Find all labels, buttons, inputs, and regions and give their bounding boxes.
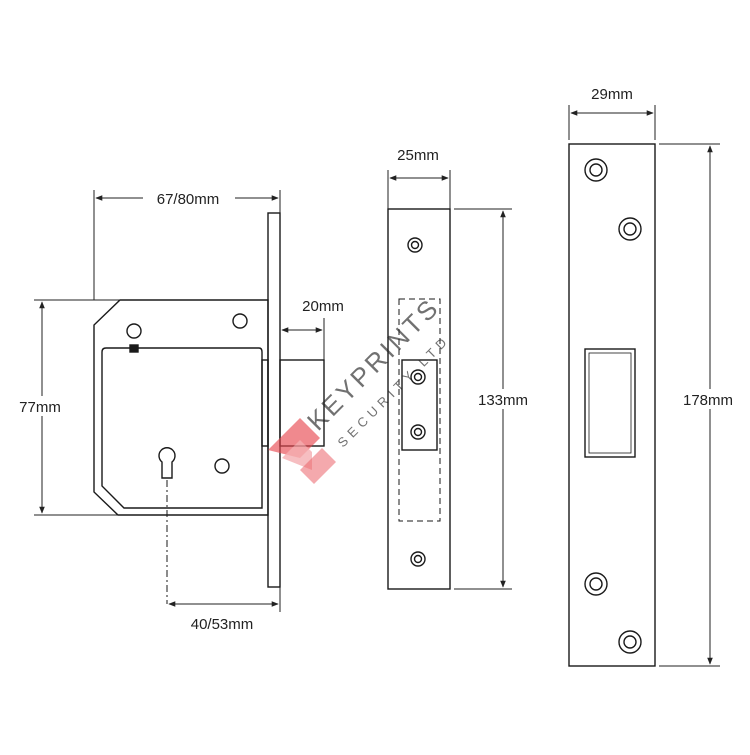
keyhole-icon — [158, 447, 176, 479]
lock-tab — [129, 344, 139, 353]
bolt-face — [401, 359, 438, 451]
screw-icon — [584, 158, 608, 182]
dim-strike-width — [568, 105, 656, 140]
screw-icon — [584, 572, 608, 596]
watermark: KEYPRINTS SECURITY LTD — [268, 292, 453, 484]
backset-width-label: 67/80mm — [157, 191, 220, 208]
dim-bolt-throw — [281, 318, 325, 360]
lock-case-outline — [93, 299, 269, 516]
lock-bolt-inner — [261, 359, 269, 447]
screw-icon — [407, 237, 423, 253]
screw-hole-icon — [214, 458, 230, 474]
forend — [387, 208, 451, 590]
bolt-recess-dashed — [398, 298, 441, 522]
bolt-throw-label: 20mm — [302, 298, 344, 315]
lock-body — [93, 212, 325, 604]
dim-forend-width — [387, 170, 451, 209]
screw-hole-icon — [232, 313, 248, 329]
screw-icon — [410, 424, 426, 440]
lock-cover-plate — [101, 347, 263, 509]
lock-forend-plate — [267, 212, 281, 588]
striking-plate-outline — [568, 143, 656, 667]
dim-keyhole-backset — [168, 587, 281, 612]
strike-height-label: 178mm — [683, 392, 733, 409]
screw-icon — [410, 551, 426, 567]
keyprints-logo-icon — [268, 418, 336, 484]
keyhole-backset-label: 40/53mm — [191, 616, 254, 633]
striking-plate-slot-inner — [588, 352, 632, 454]
screw-icon — [410, 369, 426, 385]
forend-height-label: 133mm — [478, 392, 528, 409]
forend-outline — [387, 208, 451, 590]
body-height-label: 77mm — [19, 399, 61, 416]
striking-plate — [568, 143, 656, 667]
screw-icon — [618, 630, 642, 654]
forend-width-label: 25mm — [397, 147, 439, 164]
striking-plate-slot — [584, 348, 636, 458]
screw-icon — [618, 217, 642, 241]
strike-width-label: 29mm — [591, 86, 633, 103]
screw-hole-icon — [126, 323, 142, 339]
